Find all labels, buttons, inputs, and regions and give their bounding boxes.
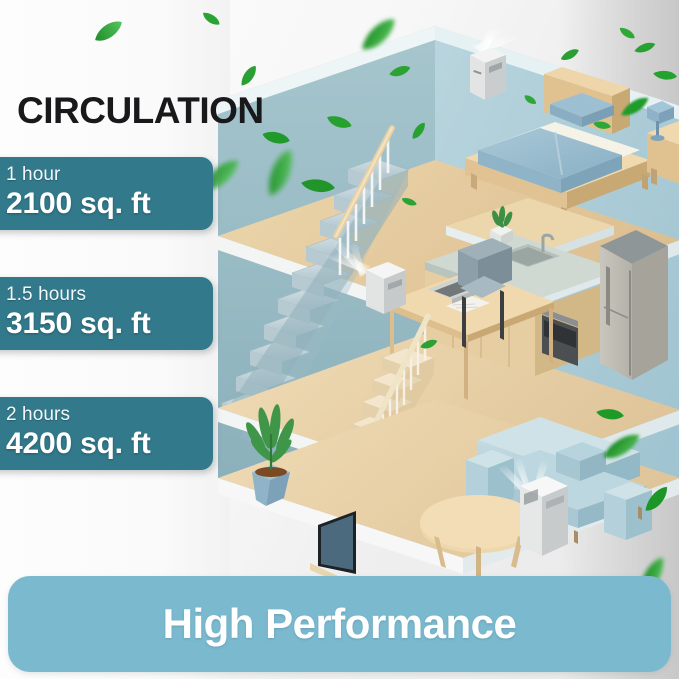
high-performance-banner: High Performance xyxy=(8,576,671,672)
badge-hours-label: 2 hours xyxy=(6,404,71,425)
badge-area-value: 4200 sq. ft xyxy=(6,426,151,460)
badge-hours-label: 1 hour xyxy=(6,164,61,185)
circulation-badge: 1.5 hours 3150 sq. ft xyxy=(0,277,213,351)
circulation-badge: 1 hour 2100 sq. ft xyxy=(0,157,213,231)
badge-area-value: 2100 sq. ft xyxy=(6,186,151,220)
badge-area-value: 3150 sq. ft xyxy=(6,306,151,340)
badge-hours-label: 1.5 hours xyxy=(6,284,87,305)
circulation-badge: 2 hours 4200 sq. ft xyxy=(0,397,213,471)
isometric-house-illustration xyxy=(210,8,679,583)
page-title: CIRCULATION xyxy=(17,90,264,131)
banner-text: High Performance xyxy=(162,600,517,647)
